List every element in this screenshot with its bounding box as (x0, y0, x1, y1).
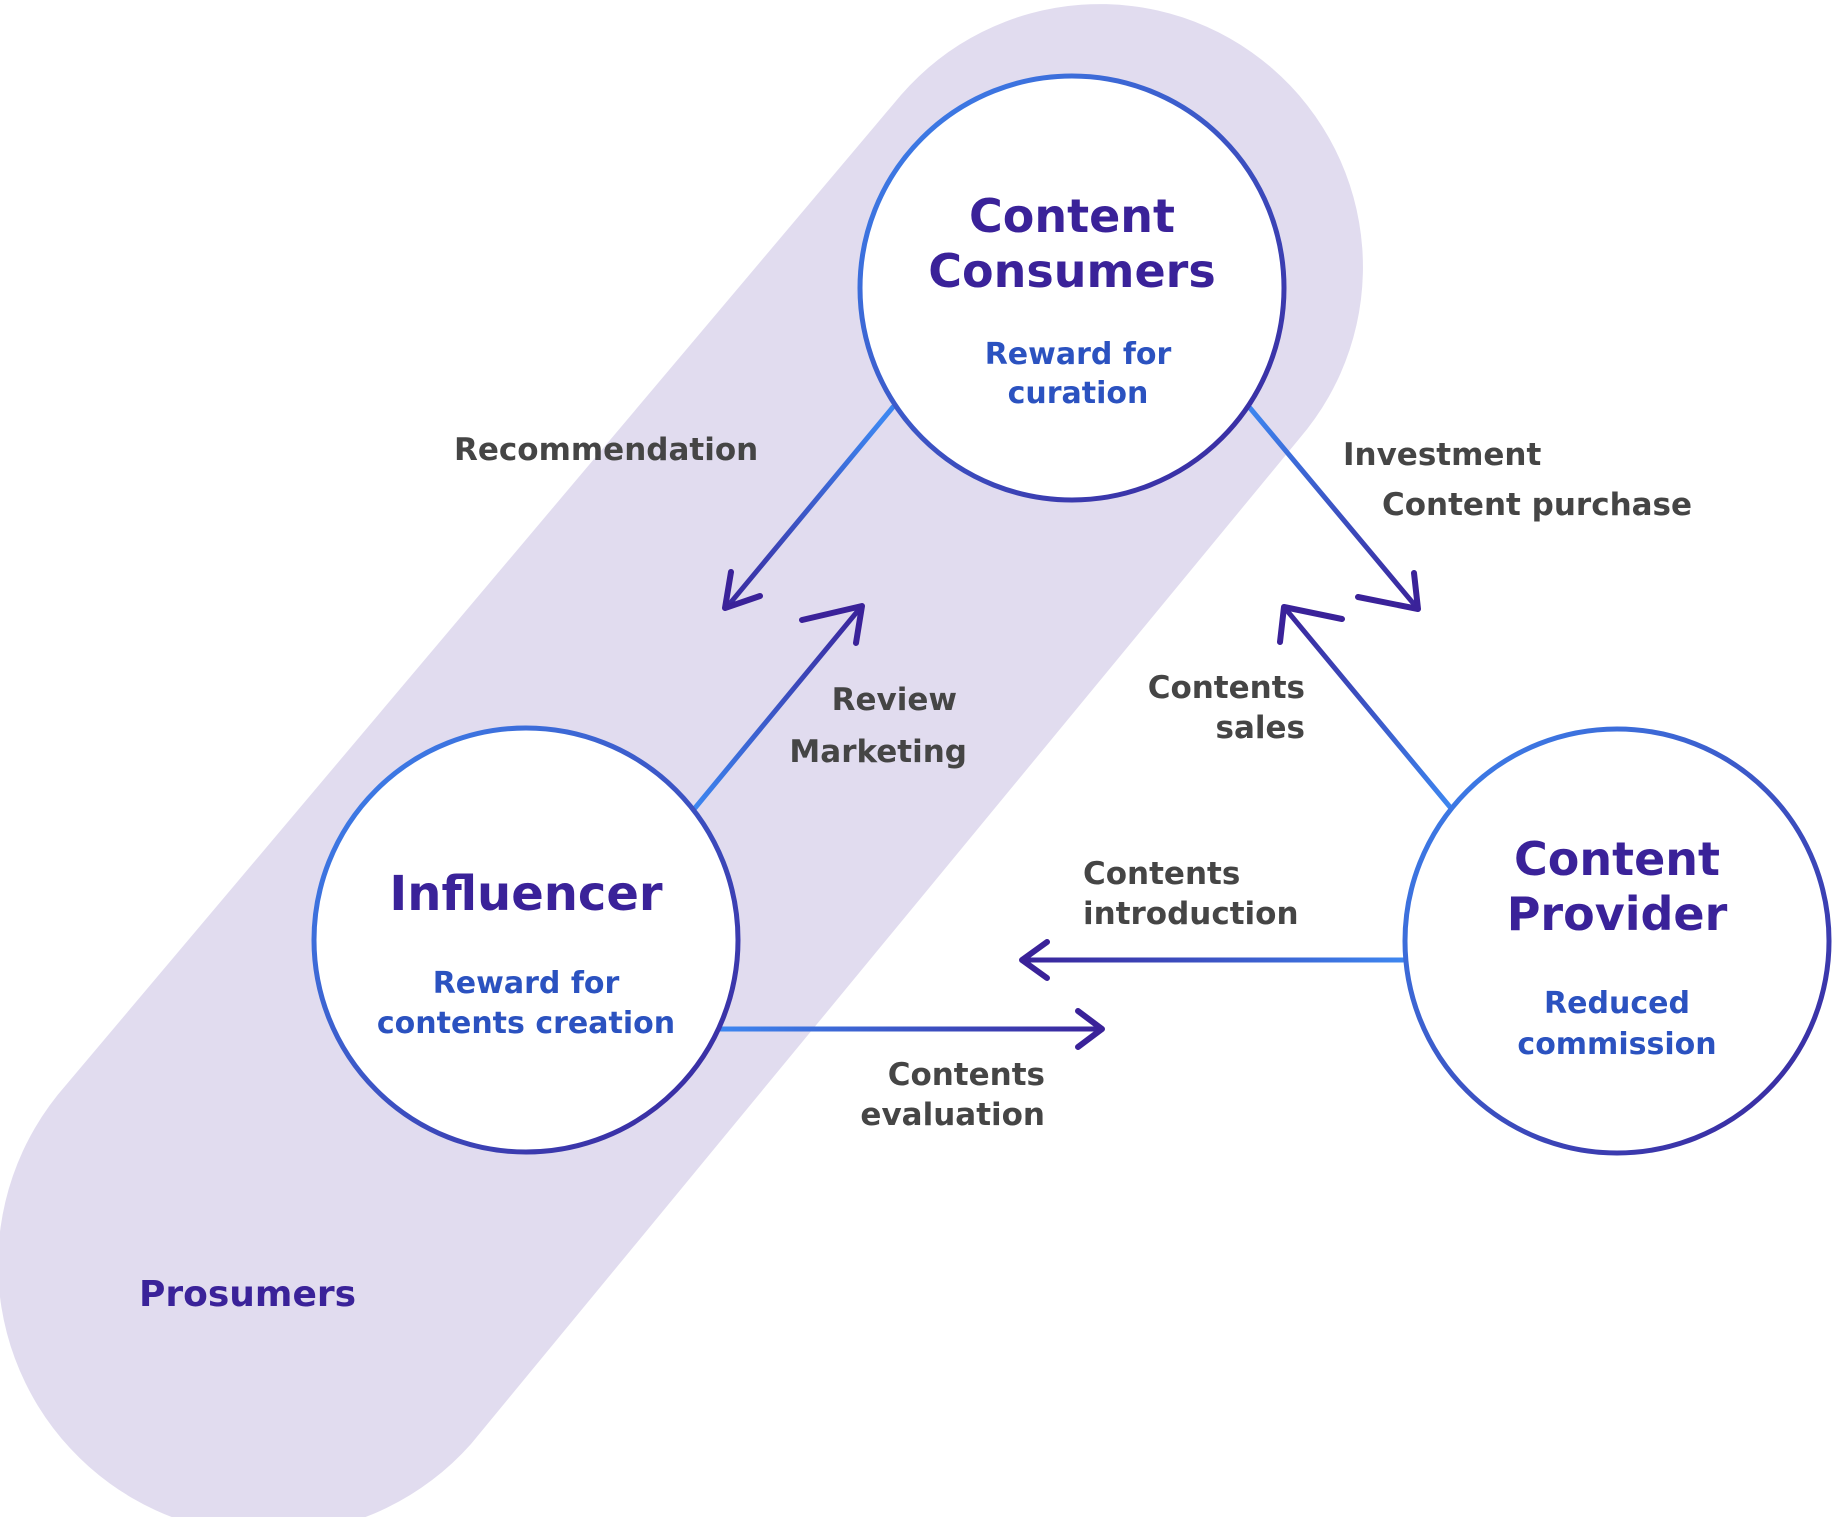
label-contents-sales-line2: sales (1216, 710, 1305, 746)
label-recommendation: Recommendation (454, 432, 758, 468)
provider-title-line1: Content (1514, 832, 1720, 886)
prosumers-label: Prosumers (139, 1274, 356, 1315)
arrow-evaluation (717, 1008, 1105, 1050)
label-review: Review (832, 682, 957, 718)
provider-title-line2: Provider (1507, 887, 1728, 941)
provider-subtitle-line2: commission (1517, 1027, 1716, 1062)
label-contents-sales-line1: Contents (1148, 670, 1305, 706)
arrow-sales (1277, 604, 1453, 810)
node-content-provider: Content Provider Reduced commission (1402, 726, 1832, 1156)
node-content-consumers: Content Consumers Reward for curation (857, 73, 1287, 503)
label-contents-introduction-line2: introduction (1083, 896, 1299, 932)
label-contents-evaluation-line1: Contents (888, 1057, 1045, 1093)
label-contents-introduction-line1: Contents (1083, 856, 1240, 892)
consumers-subtitle-line2: curation (1008, 376, 1149, 411)
node-influencer: Influencer Reward for contents creation (311, 725, 741, 1155)
arrow-investment (1247, 405, 1421, 612)
label-investment: Investment (1343, 437, 1542, 473)
provider-subtitle-line1: Reduced (1544, 986, 1690, 1021)
consumers-subtitle-line1: Reward for (985, 337, 1172, 372)
influencer-title: Influencer (389, 866, 663, 922)
consumers-title-line2: Consumers (928, 244, 1215, 298)
label-contents-evaluation-line2: evaluation (860, 1097, 1045, 1133)
consumers-title-line1: Content (969, 189, 1175, 243)
label-marketing: Marketing (789, 734, 967, 770)
influencer-subtitle-line1: Reward for (433, 966, 620, 1001)
label-content-purchase: Content purchase (1382, 487, 1692, 523)
arrow-recommendation (722, 404, 896, 611)
arrow-review (692, 603, 865, 811)
influencer-subtitle-line2: contents creation (377, 1006, 675, 1041)
arrow-introduction (1019, 939, 1406, 981)
